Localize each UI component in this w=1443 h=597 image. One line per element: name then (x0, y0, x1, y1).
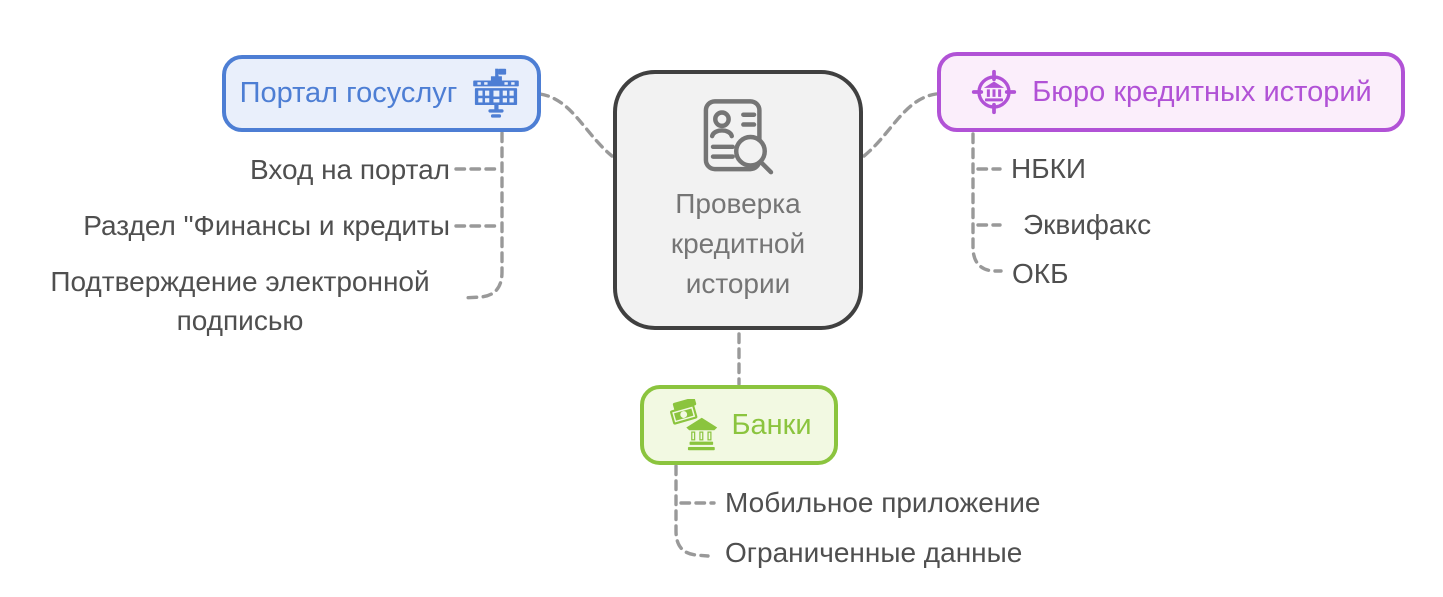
connector-portal-center (538, 92, 614, 158)
banks-child-mobile-app: Мобильное приложение (725, 487, 1041, 518)
branch-node-portal: Портал госуслуг (222, 55, 541, 132)
branch-node-bureau: Бюро кредитных историй (937, 52, 1405, 132)
branch-node-banks: Банки (640, 385, 838, 465)
connector-bureau-trunk (971, 132, 1003, 273)
banks-node-label: Банки (731, 408, 812, 441)
center-label-line-3: истории (685, 268, 791, 299)
portal-child-login: Вход на портал (249, 154, 450, 185)
portal-node-label: Портал госуслуг (239, 77, 458, 109)
bank-target-icon (972, 69, 1017, 115)
id-document-search-icon (703, 99, 774, 175)
connector-banks-trunk (674, 464, 710, 558)
connector-portal-trunk (461, 131, 504, 300)
banks-child-limited-data: Ограниченные данные (725, 537, 1023, 568)
bureau-child-equifax: Эквифакс (1023, 209, 1152, 240)
portal-child-finance-section: Раздел "Финансы и кредиты (83, 210, 450, 241)
bureau-child-nbki: НБКИ (1011, 153, 1087, 184)
bureau-node-label: Бюро кредитных историй (1032, 75, 1372, 108)
government-building-icon (473, 68, 520, 118)
bureau-child-okb: ОКБ (1012, 258, 1069, 289)
center-label-line-1: Проверка (675, 188, 801, 219)
center-node-label: Проверка кредитной истории (671, 184, 805, 304)
center-label-line-2: кредитной (670, 228, 806, 259)
banknote-bank-icon (670, 399, 718, 451)
center-node-credit-check: Проверка кредитной истории (613, 70, 863, 330)
portal-child-signature: Подтверждение электронной подписью (50, 266, 430, 336)
connector-center-bureau (862, 92, 938, 158)
